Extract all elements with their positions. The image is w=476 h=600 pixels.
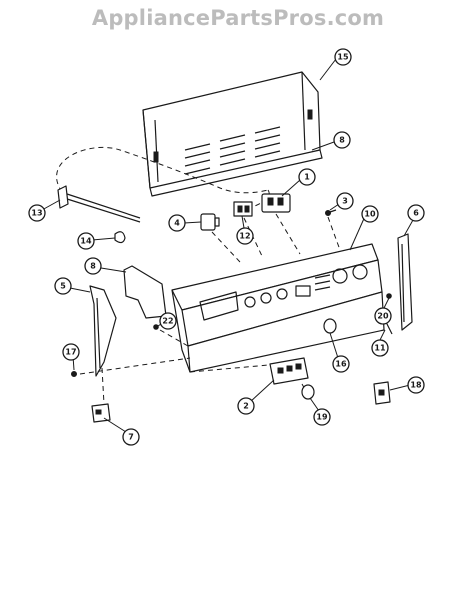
right-end-bracket [397,233,413,331]
callout-16: 16 [332,355,350,373]
callout-4: 4 [168,214,186,232]
control-console [171,243,385,373]
callout-8-lower: 8 [84,257,102,275]
svg-text:20: 20 [377,312,389,321]
knob [323,318,337,334]
screw-22 [153,324,159,330]
switch-assembly [269,357,309,385]
svg-text:3: 3 [342,197,348,206]
svg-text:8: 8 [90,262,96,271]
svg-text:15: 15 [337,53,349,62]
callout-15: 15 [334,48,352,66]
svg-text:5: 5 [60,282,66,291]
callout-11: 11 [371,339,389,357]
callout-17: 17 [62,343,80,361]
svg-text:10: 10 [364,210,376,219]
watermark: AppliancePartsPros.com [91,6,385,30]
relay-1 [261,193,291,213]
clip [114,231,126,244]
svg-text:16: 16 [335,360,347,369]
callout-12: 12 [236,227,254,245]
left-inner-bracket [123,265,167,319]
callout-20: 20 [374,307,392,325]
connector-block [233,201,253,217]
callout-22: 22 [159,312,177,330]
svg-text:4: 4 [174,219,180,228]
svg-text:6: 6 [413,209,419,218]
switch-4 [200,213,220,231]
svg-text:7: 7 [128,433,134,442]
screw-20 [386,293,392,299]
callout-14: 14 [77,232,95,250]
callout-1: 1 [298,168,316,186]
rod-bracket [57,185,141,223]
screw-17 [71,371,77,377]
svg-text:2: 2 [243,402,249,411]
svg-text:17: 17 [65,348,76,357]
clip-18 [373,381,391,405]
callout-18-right: 18 [407,376,425,394]
svg-text:8: 8 [339,136,345,145]
left-end-bracket [89,285,117,377]
callout-2: 2 [237,397,255,415]
screw-3 [325,209,337,216]
clip-7 [91,403,111,423]
callout-5: 5 [54,277,72,295]
svg-text:11: 11 [374,344,386,353]
svg-text:18: 18 [410,381,422,390]
svg-text:12: 12 [239,232,250,241]
svg-text:1: 1 [304,173,310,182]
callout-13: 13 [28,204,46,222]
callout-3: 3 [336,192,354,210]
callout-8-upper: 8 [333,131,351,149]
svg-text:19: 19 [316,413,328,422]
knob-lower [301,384,315,400]
callout-6: 6 [407,204,425,222]
rear-cover-panel [142,71,323,197]
svg-text:13: 13 [31,209,42,218]
callout-10: 10 [361,205,379,223]
svg-text:14: 14 [80,237,92,246]
leader-lines [41,58,414,433]
callout-19: 19 [313,408,331,426]
callout-7: 7 [122,428,140,446]
svg-text:22: 22 [162,317,173,326]
